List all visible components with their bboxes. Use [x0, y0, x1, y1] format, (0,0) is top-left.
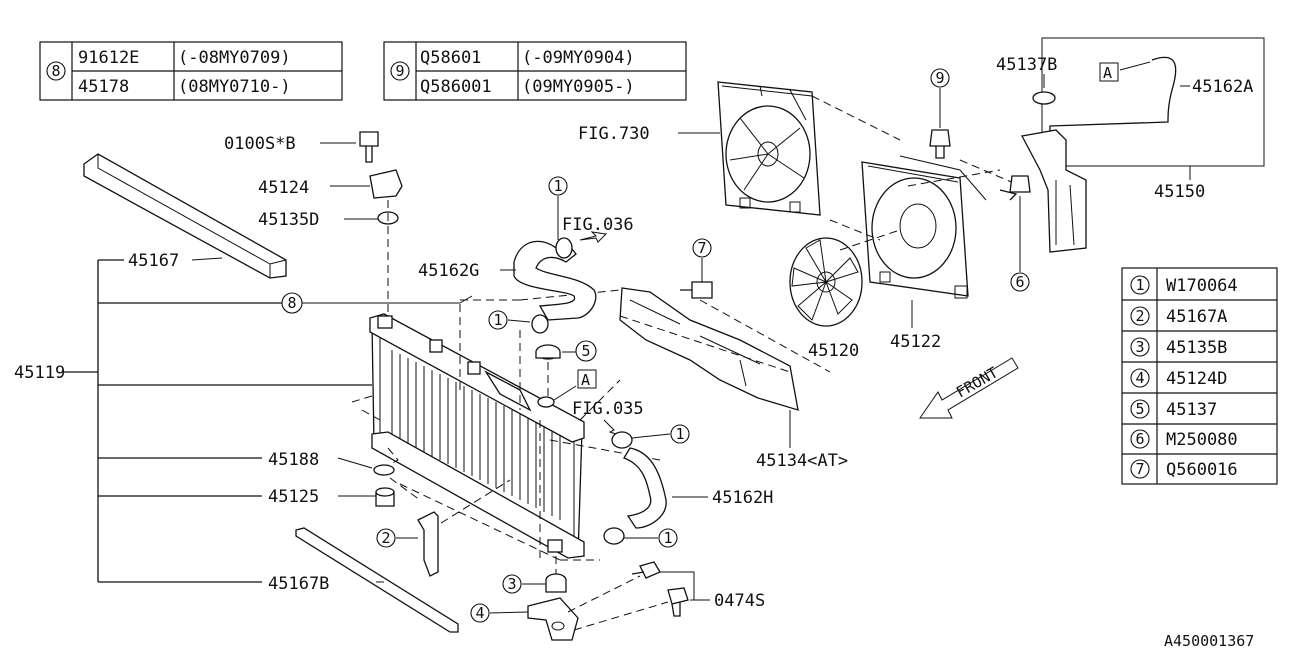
label-0474s: 0474S — [714, 591, 765, 611]
label-45167: 45167 — [128, 251, 179, 271]
seal-45167b — [295, 527, 459, 633]
reservoir-cap — [1032, 91, 1056, 105]
marker-5: 5 — [581, 342, 590, 360]
table-9-key: 9 — [395, 62, 404, 80]
marker-6: 6 — [1015, 273, 1024, 291]
legend-part-2: 45167A — [1166, 307, 1227, 327]
radiator-cap: 5 A — [535, 340, 597, 408]
legend-key-5: 5 — [1135, 400, 1144, 418]
legend-key-7: 7 — [1135, 460, 1144, 478]
legend-key-2: 2 — [1135, 307, 1144, 325]
legend-part-4: 45124D — [1166, 369, 1227, 389]
bracket-45167a: 2 — [376, 511, 439, 577]
label-fig035: FIG.035 — [572, 399, 644, 419]
marker-7: 7 — [697, 239, 706, 257]
table-9-row1-part: Q58601 — [420, 48, 481, 68]
bracket-45134at: 7 45134<AT> — [619, 238, 848, 471]
lower-mount: 3 4 — [470, 556, 669, 641]
label-45125: 45125 — [268, 487, 319, 507]
label-0100s: 0100S*B — [224, 134, 296, 154]
reservoir-box: 45150 45137B A 45162A — [996, 37, 1265, 253]
overflow-hose — [1049, 56, 1177, 135]
upper-left-parts: 0100S*B 45124 45135D — [224, 131, 403, 320]
label-45167b: 45167B — [268, 574, 329, 594]
label-fig036: FIG.036 — [562, 215, 634, 235]
hose-45162g: 45162G 1 FIG.036 1 — [418, 176, 634, 334]
label-45119: 45119 — [14, 363, 65, 383]
legend-part-6: M250080 — [1166, 430, 1238, 450]
drain-parts — [373, 464, 395, 507]
legend-part-7: Q560016 — [1166, 460, 1238, 480]
fan-shroud-fig730: FIG.730 — [578, 81, 821, 216]
label-45162g: 45162G — [418, 261, 479, 281]
label-45122: 45122 — [890, 332, 941, 352]
label-45120: 45120 — [808, 341, 859, 361]
fan-blade-45120: 45120 — [789, 237, 863, 361]
legend-key-4: 4 — [1135, 369, 1144, 387]
label-fig730: FIG.730 — [578, 124, 650, 144]
fan-shroud-45122: 45122 — [861, 155, 987, 352]
legend-table: 1 W170064 2 45167A 3 45135B 4 45124D 5 4… — [1121, 267, 1278, 485]
bolts-fan: 9 6 — [929, 68, 1031, 292]
label-45134at: 45134<AT> — [756, 451, 848, 471]
ref-a-box-radiator: A — [581, 371, 590, 389]
table-8-row1-range: (-08MY0709) — [178, 48, 291, 68]
marker-2: 2 — [381, 529, 390, 547]
table-8-row2-range: (08MY0710-) — [178, 77, 291, 97]
hose-45162h: FIG.035 1 45162H 1 — [572, 399, 773, 548]
legend-part-3: 45135B — [1166, 338, 1227, 358]
label-45188: 45188 — [268, 450, 319, 470]
marker-1-b: 1 — [493, 311, 502, 329]
legend-part-1: W170064 — [1166, 276, 1238, 296]
callout-tree-45119: 45167 8 45119 45188 45125 45167B — [14, 251, 473, 594]
label-45124: 45124 — [258, 178, 309, 198]
table-8-row1-part: 91612E — [78, 48, 139, 68]
bolts-0474s: 0474S — [631, 561, 765, 617]
label-45137b: 45137B — [996, 55, 1057, 75]
table-8-key: 8 — [51, 62, 60, 80]
label-45162h: 45162H — [712, 488, 773, 508]
legend-key-1: 1 — [1135, 276, 1144, 294]
front-label: FRONT — [953, 363, 1001, 401]
legend-key-3: 3 — [1135, 338, 1144, 356]
ref-a-box-top: A — [1103, 64, 1112, 82]
table-9-row2-part: Q586001 — [420, 77, 492, 97]
legend-part-5: 45137 — [1166, 400, 1217, 420]
legend-key-6: 6 — [1135, 430, 1144, 448]
radiator-core — [369, 313, 585, 559]
diagram-id: A450001367 — [1164, 632, 1254, 650]
label-45162a: 45162A — [1192, 77, 1253, 97]
marker-1-a: 1 — [553, 177, 562, 195]
marker-1-d: 1 — [663, 529, 672, 547]
seal-45167 — [83, 153, 287, 279]
marker-8: 8 — [287, 294, 296, 312]
marker-3: 3 — [507, 575, 516, 593]
table-9-row1-range: (-09MY0904) — [522, 48, 635, 68]
marker-9-top: 9 — [935, 69, 944, 87]
table-8: 8 91612E (-08MY0709) 45178 (08MY0710-) — [39, 41, 343, 101]
table-9: 9 Q58601 (-09MY0904) Q586001 (09MY0905-) — [383, 41, 687, 101]
table-9-row2-range: (09MY0905-) — [522, 77, 635, 97]
marker-4: 4 — [475, 604, 484, 622]
reservoir-tank — [1021, 129, 1087, 253]
table-8-row2-part: 45178 — [78, 77, 129, 97]
label-45135d: 45135D — [258, 210, 319, 230]
front-arrow: FRONT — [919, 357, 1019, 419]
label-45150: 45150 — [1154, 182, 1205, 202]
marker-1-c: 1 — [675, 425, 684, 443]
